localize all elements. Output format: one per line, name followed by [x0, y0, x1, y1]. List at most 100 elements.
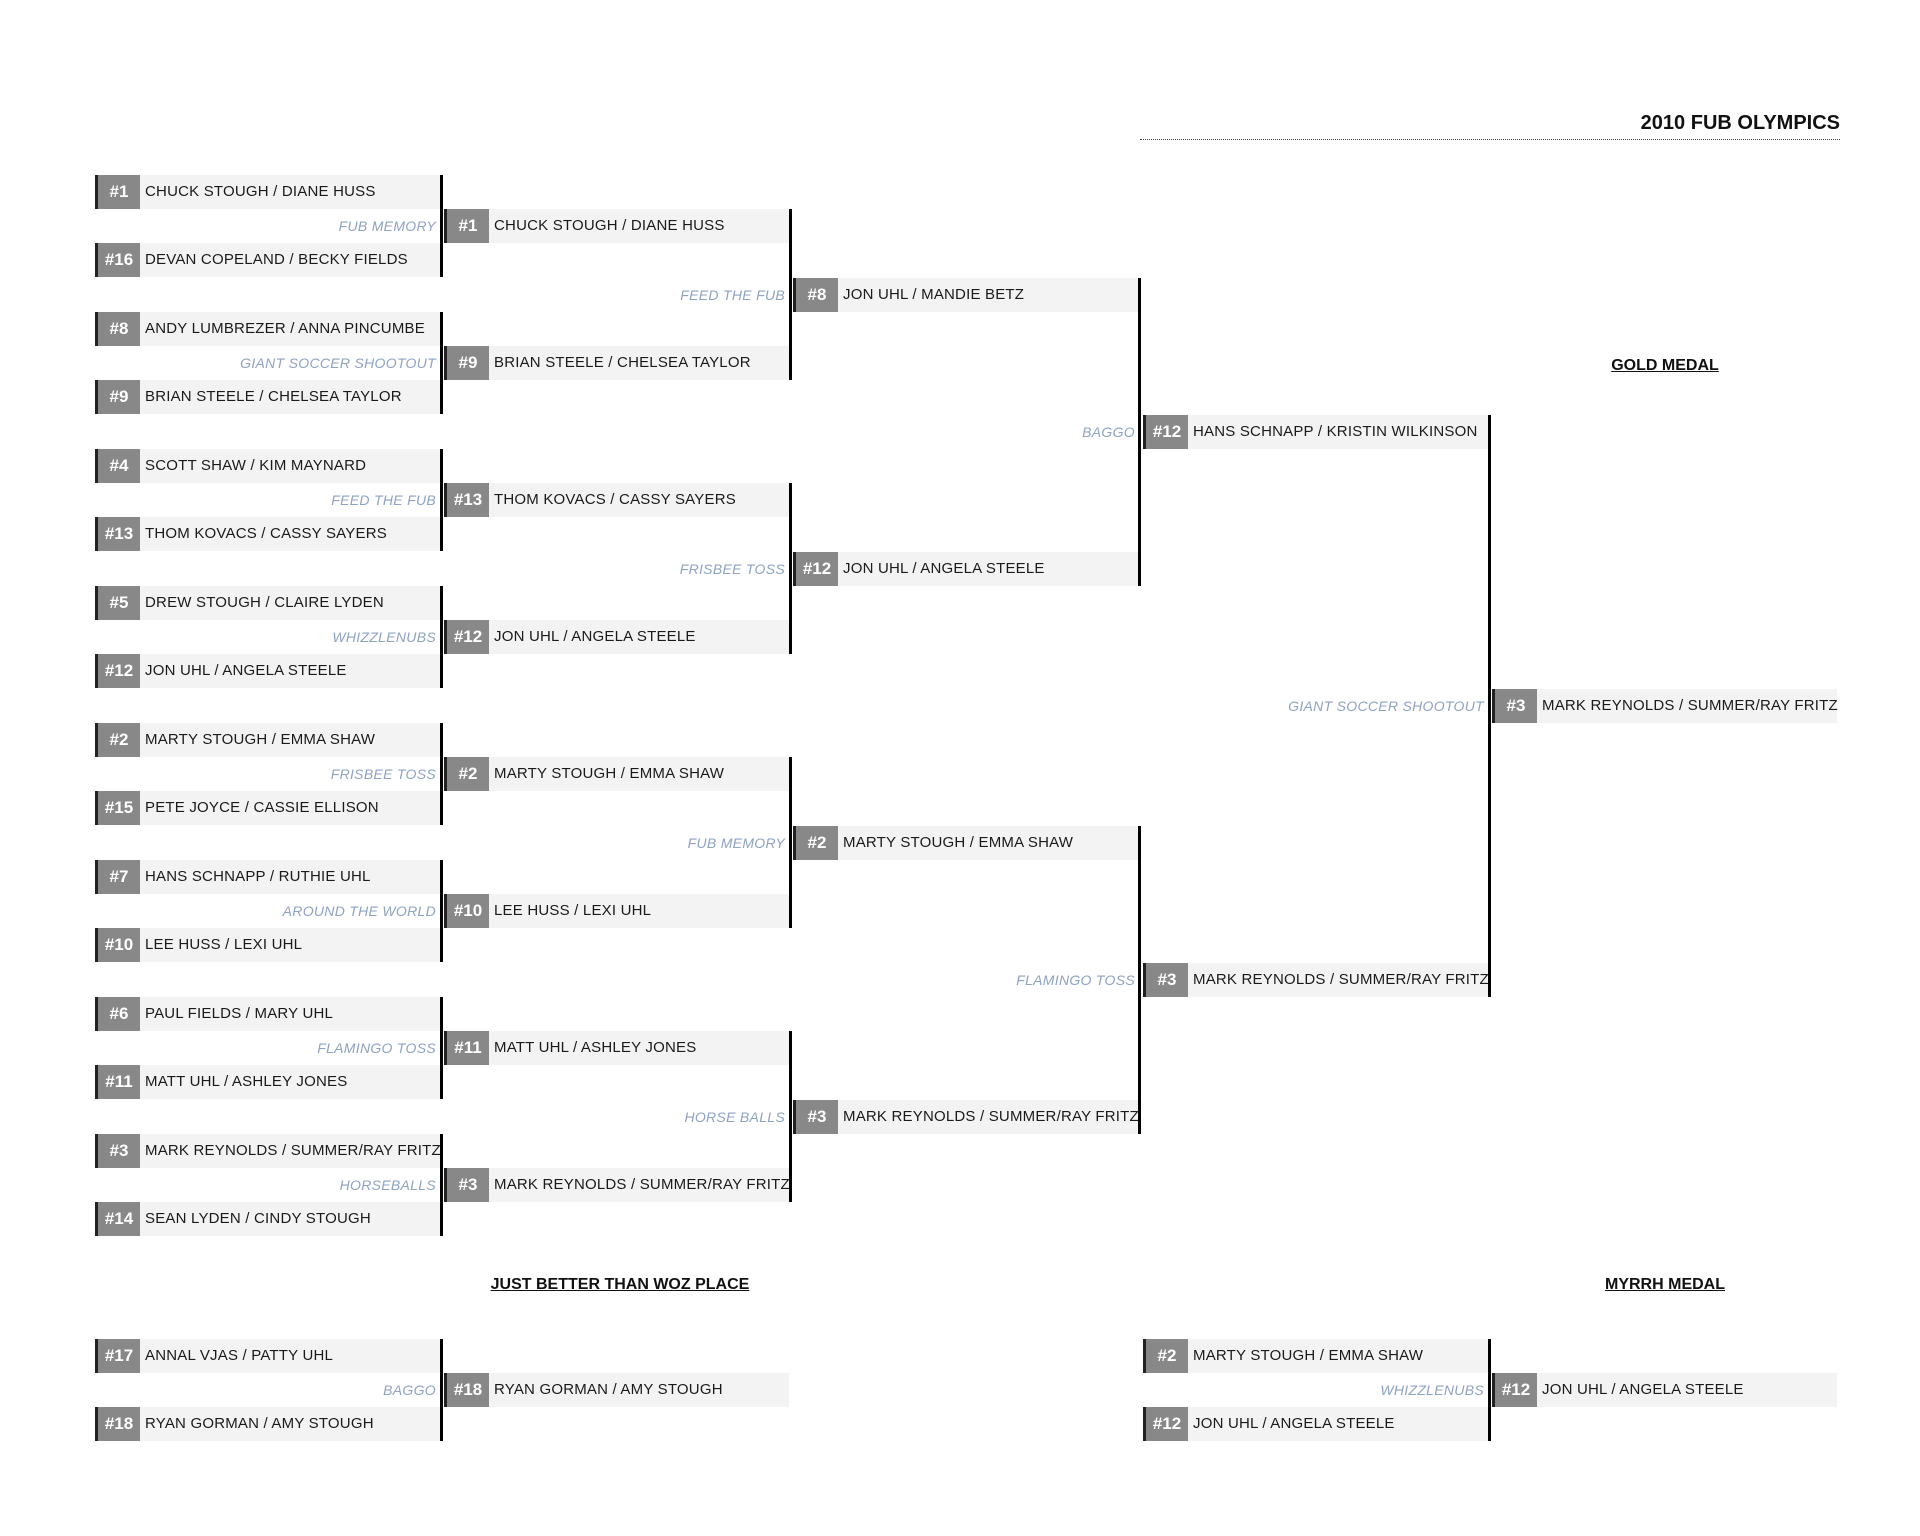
round1-slot: #8 ANDY LUMBREZER / ANNA PINCUMBE: [95, 312, 440, 346]
team-name: LEE HUSS / LEXI UHL: [145, 936, 303, 953]
bracket-connector: [789, 1031, 792, 1202]
seed-badge: #10: [95, 928, 140, 962]
game-label: FEED THE FUB: [331, 492, 436, 508]
team-name: JON UHL / MANDIE BETZ: [843, 286, 1025, 303]
team-name: MARTY STOUGH / EMMA SHAW: [145, 731, 376, 748]
myrrh-medal-label: MYRRH MEDAL: [1605, 1276, 1725, 1293]
round4-slot: #12 HANS SCHNAPP / KRISTIN WILKINSON: [1143, 415, 1488, 449]
seed-badge: #4: [95, 449, 140, 483]
team-name: ANDY LUMBREZER / ANNA PINCUMBE: [145, 320, 425, 337]
team-name: MATT UHL / ASHLEY JONES: [145, 1073, 348, 1090]
bracket-connector: [1488, 1339, 1491, 1441]
seed-badge: #12: [1143, 415, 1188, 449]
seed-badge: #6: [95, 997, 140, 1031]
seed-badge: #17: [95, 1339, 140, 1373]
team-name: CHUCK STOUGH / DIANE HUSS: [145, 183, 376, 200]
seed-badge: #18: [95, 1407, 140, 1441]
bracket-connector: [440, 586, 443, 688]
game-label: BAGGO: [383, 1382, 436, 1398]
seed-badge: #7: [95, 860, 140, 894]
seed-badge: #11: [95, 1065, 140, 1099]
round1-slot: #4 SCOTT SHAW / KIM MAYNARD: [95, 449, 440, 483]
seed-badge: #11: [444, 1031, 489, 1065]
bracket-connector: [440, 723, 443, 825]
bracket-connector: [789, 483, 792, 654]
final-slot: #3 MARK REYNOLDS / SUMMER/RAY FRITZ: [1492, 689, 1838, 723]
game-label: HORSEBALLS: [339, 1177, 436, 1193]
team-name: DEVAN COPELAND / BECKY FIELDS: [145, 251, 408, 268]
round1-slot: #11 MATT UHL / ASHLEY JONES: [95, 1065, 440, 1099]
team-name: MARK REYNOLDS / SUMMER/RAY FRITZ: [494, 1176, 790, 1193]
bracket-connector: [440, 1134, 443, 1236]
round2-slot: #1 CHUCK STOUGH / DIANE HUSS: [444, 209, 789, 243]
team-name: MARTY STOUGH / EMMA SHAW: [1193, 1347, 1424, 1364]
seed-badge: #3: [95, 1134, 140, 1168]
team-name: RYAN GORMAN / AMY STOUGH: [494, 1381, 723, 1398]
game-label: WHIZZLENUBS: [1380, 1382, 1484, 1398]
seed-badge: #3: [1492, 689, 1537, 723]
game-label: FLAMINGO TOSS: [317, 1040, 436, 1056]
seed-badge: #13: [95, 517, 140, 551]
team-name: MARTY STOUGH / EMMA SHAW: [494, 765, 725, 782]
team-name: MARK REYNOLDS / SUMMER/RAY FRITZ: [1542, 697, 1838, 714]
game-label: GIANT SOCCER SHOOTOUT: [240, 355, 436, 371]
bracket-connector: [440, 449, 443, 551]
game-label: FRISBEE TOSS: [330, 766, 436, 782]
seed-badge: #3: [793, 1100, 838, 1134]
game-label: FRISBEE TOSS: [679, 561, 785, 577]
round3-slot: #8 JON UHL / MANDIE BETZ: [793, 278, 1138, 312]
seed-badge: #2: [1143, 1339, 1188, 1373]
team-name: RYAN GORMAN / AMY STOUGH: [145, 1415, 374, 1432]
team-name: SCOTT SHAW / KIM MAYNARD: [145, 457, 367, 474]
seed-badge: #3: [1143, 963, 1188, 997]
team-name: ANNAL VJAS / PATTY UHL: [145, 1347, 334, 1364]
gold-medal-label: GOLD MEDAL: [1611, 357, 1719, 374]
woz-entrant-slot: #17 ANNAL VJAS / PATTY UHL: [95, 1339, 440, 1373]
seed-badge: #15: [95, 791, 140, 825]
page-title: 2010 FUB OLYMPICS: [1640, 112, 1840, 134]
seed-badge: #8: [793, 278, 838, 312]
bracket-connector: [1138, 826, 1141, 1134]
game-label: FEED THE FUB: [680, 287, 785, 303]
team-name: THOM KOVACS / CASSY SAYERS: [494, 491, 736, 508]
team-name: CHUCK STOUGH / DIANE HUSS: [494, 217, 725, 234]
bracket-connector: [440, 1339, 443, 1441]
team-name: MATT UHL / ASHLEY JONES: [494, 1039, 697, 1056]
seed-badge: #8: [95, 312, 140, 346]
game-label: HORSE BALLS: [684, 1109, 785, 1125]
team-name: JON UHL / ANGELA STEELE: [145, 662, 347, 679]
bracket-connector: [440, 312, 443, 414]
bracket-connector: [789, 209, 792, 380]
round4-slot: #3 MARK REYNOLDS / SUMMER/RAY FRITZ: [1143, 963, 1489, 997]
seed-badge: #1: [95, 175, 140, 209]
game-label: WHIZZLENUBS: [332, 629, 436, 645]
team-name: SEAN LYDEN / CINDY STOUGH: [145, 1210, 371, 1227]
seed-badge: #12: [1492, 1373, 1537, 1407]
game-label: BAGGO: [1082, 424, 1135, 440]
round1-slot: #10 LEE HUSS / LEXI UHL: [95, 928, 440, 962]
round2-slot: #11 MATT UHL / ASHLEY JONES: [444, 1031, 789, 1065]
seed-badge: #10: [444, 894, 489, 928]
seed-badge: #1: [444, 209, 489, 243]
seed-badge: #9: [95, 380, 140, 414]
team-name: HANS SCHNAPP / KRISTIN WILKINSON: [1193, 423, 1478, 440]
team-name: MARK REYNOLDS / SUMMER/RAY FRITZ: [1193, 971, 1489, 988]
bracket-connector: [440, 997, 443, 1099]
